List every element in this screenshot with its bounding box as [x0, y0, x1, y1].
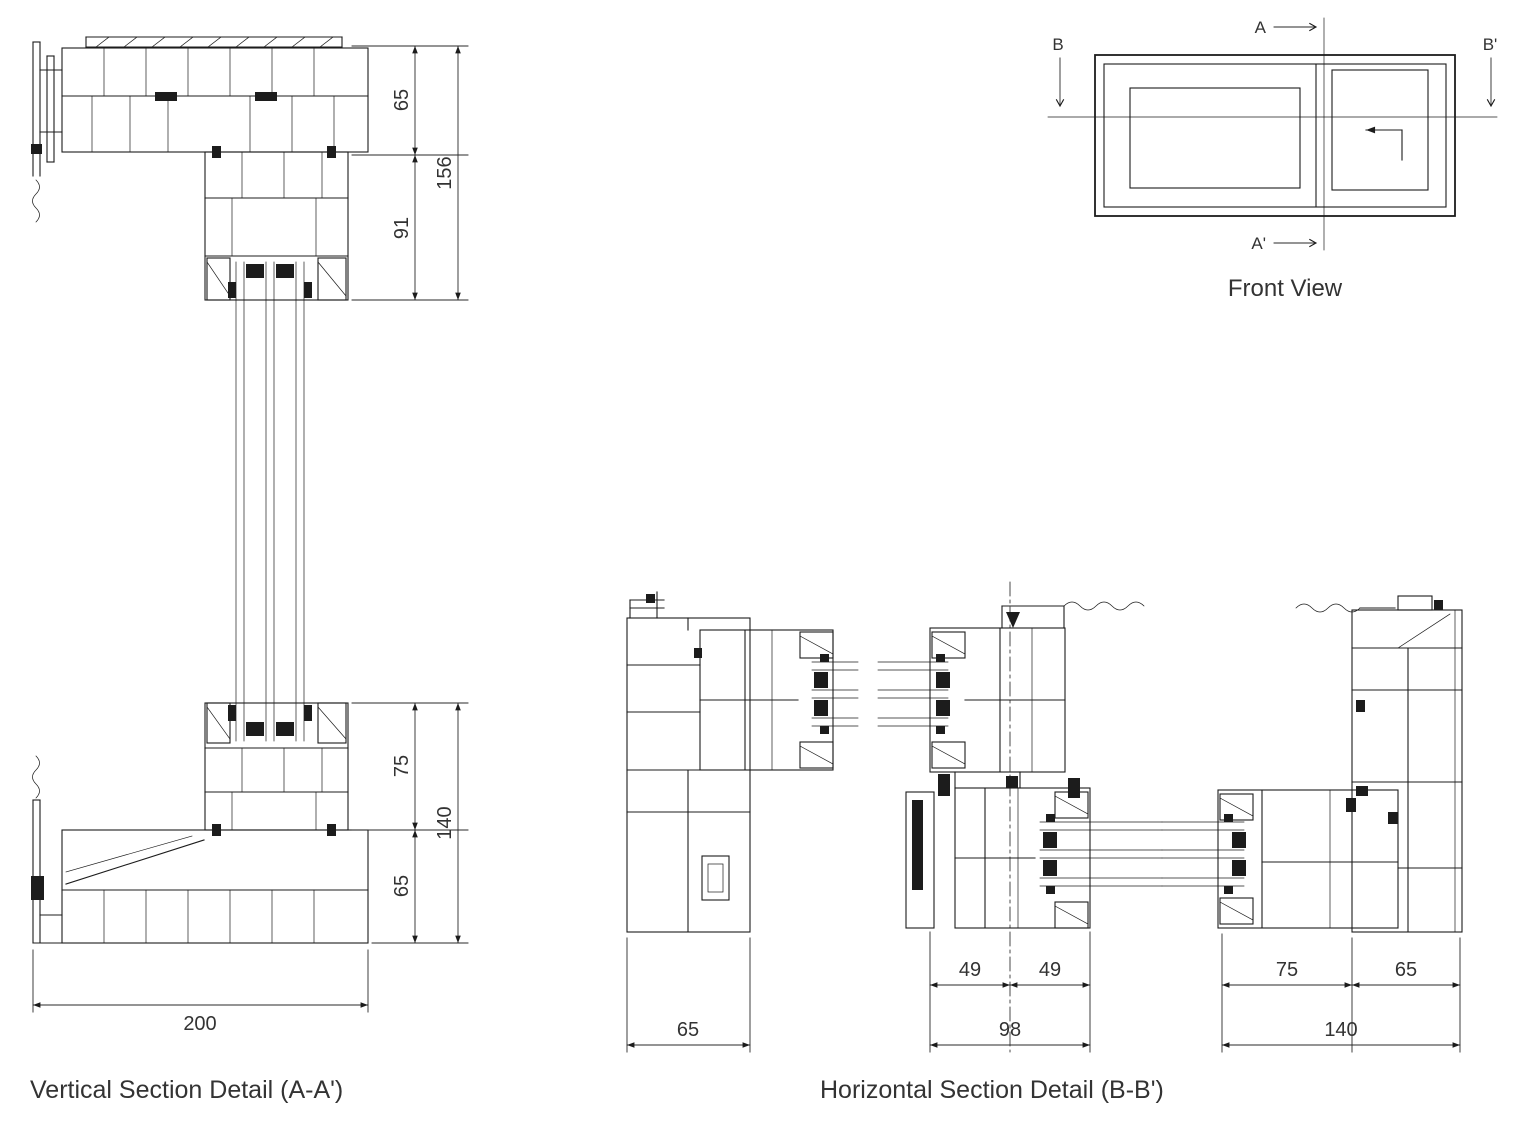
break-line-squiggle	[1063, 601, 1145, 611]
dim-label-head-sash: 91	[391, 217, 413, 239]
dim-label-sill-total: 140	[434, 806, 456, 839]
right-panel-outline	[1331, 69, 1429, 191]
front-view-drawing: A A' B B' Front View	[1047, 17, 1498, 302]
dim-label-sill-frame: 65	[391, 875, 413, 897]
dim-label-interlock-right: 49	[1039, 959, 1061, 981]
marker-a: A	[1255, 18, 1267, 37]
head-profile-drawing	[31, 36, 369, 301]
marker-b: B	[1052, 35, 1063, 54]
marker-b-prime: B'	[1483, 35, 1498, 54]
sliding-direction-arrow	[1365, 126, 1403, 161]
frame-outline	[1094, 54, 1456, 217]
left-panel-outline	[1129, 87, 1301, 189]
dim-label-head-frame: 65	[391, 89, 413, 111]
dim-label-jamb-frame: 65	[677, 1019, 699, 1041]
dim-label-lock-total: 140	[1324, 1019, 1357, 1041]
marker-a-prime: A'	[1251, 234, 1266, 253]
dim-label-lock-sash: 75	[1276, 959, 1298, 981]
break-line-squiggle	[32, 755, 40, 799]
dim-label-interlock-total: 98	[999, 1019, 1021, 1041]
vertical-dimension-annotations: 65 91 156 75 65 140 200	[32, 45, 469, 1035]
view-direction-arrows	[1055, 22, 1496, 248]
jamb-profile-drawing	[626, 591, 859, 933]
break-line-squiggle	[32, 179, 40, 223]
dim-label-overall-width: 200	[183, 1013, 216, 1035]
dim-label-head-total: 156	[434, 156, 456, 189]
horizontal-section-caption: Horizontal Section Detail (B-B')	[820, 1076, 1164, 1104]
dim-label-sill-sash: 75	[391, 755, 413, 777]
frame-inner-outline	[1103, 63, 1447, 208]
front-view-label: Front View	[1228, 275, 1343, 302]
vertical-section-drawing: 65 91 156 75 65 140 200	[31, 36, 469, 1035]
horizontal-section-drawing: 65 49 49 98 75 65 140	[626, 581, 1463, 1053]
interlock-profile-drawing	[877, 581, 1163, 1053]
sill-profile-drawing	[31, 702, 369, 944]
horizontal-dimension-annotations: 65 49 49 98 75 65 140	[626, 931, 1461, 1053]
break-line-squiggle	[1295, 603, 1361, 613]
dim-label-lock-frame: 65	[1395, 959, 1417, 981]
dim-label-interlock-left: 49	[959, 959, 981, 981]
triple-glazing-drawing	[235, 261, 305, 742]
vertical-section-caption: Vertical Section Detail (A-A')	[30, 1076, 343, 1104]
lock-jamb-profile-drawing	[1161, 595, 1463, 933]
